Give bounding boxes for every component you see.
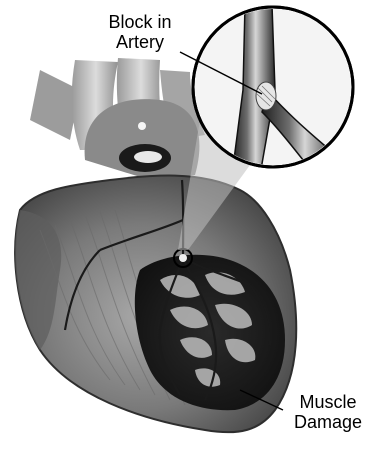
block-in-artery-label: Block in Artery <box>92 12 188 52</box>
block-label-line-1: Block in <box>92 12 188 32</box>
block-label-line-2: Artery <box>92 32 188 52</box>
muscle-label-line-1: Muscle <box>282 392 374 412</box>
heart-body <box>15 176 296 433</box>
muscle-label-line-2: Damage <box>282 412 374 432</box>
muscle-damage-label: Muscle Damage <box>282 392 374 432</box>
great-vessels <box>30 58 205 180</box>
